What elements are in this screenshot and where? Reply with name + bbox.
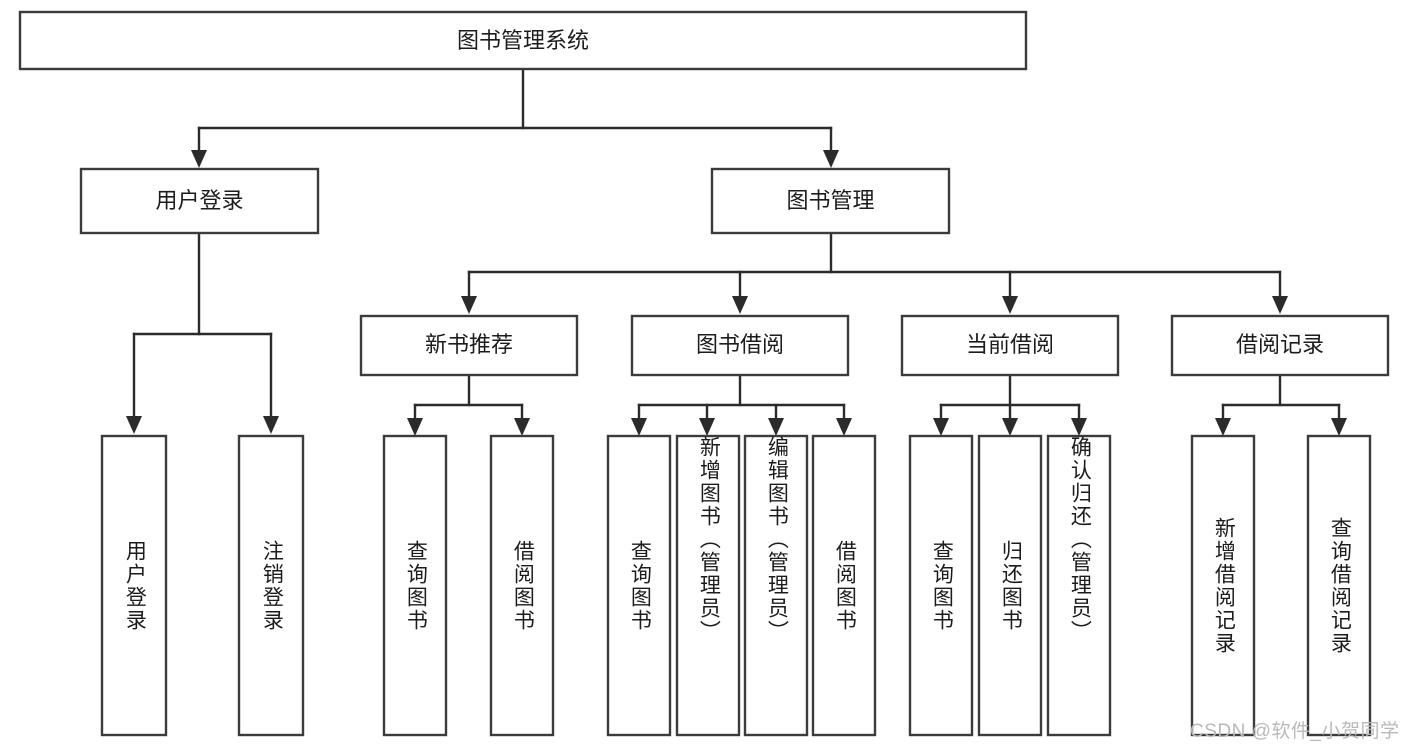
node-leaf-query-book-2[interactable] [606, 434, 672, 737]
arrowhead-cb-leaf-1 [933, 418, 949, 436]
arrowhead-cb-leaf-3 [1071, 418, 1087, 436]
node-leaf-confirm-return[interactable] [1046, 434, 1112, 737]
node-leaf-query-book-1[interactable] [382, 434, 448, 737]
connector-group-root [191, 67, 839, 168]
arrowhead-leaf-logout-login [263, 416, 279, 434]
arrowhead-book-borrow [732, 296, 748, 314]
arrowhead-bb-leaf-4 [836, 418, 852, 436]
connector-group-current-borrow [933, 373, 1087, 436]
node-leaf-logout-login[interactable] [237, 434, 305, 737]
node-root[interactable] [18, 10, 1028, 71]
node-book-borrow[interactable] [630, 314, 850, 377]
node-leaf-borrow-book-2[interactable] [811, 434, 877, 737]
arrowhead-borrow-record [1272, 296, 1288, 314]
node-borrow-record[interactable] [1170, 314, 1390, 377]
arrowhead-user-login [191, 150, 207, 168]
node-leaf-query-record[interactable] [1306, 434, 1372, 737]
node-leaf-user-login[interactable] [100, 434, 168, 737]
node-borrow-record-label: 借阅记录 [1236, 332, 1324, 357]
node-user-login[interactable] [79, 167, 320, 235]
arrowhead-nb-leaf-2 [514, 418, 530, 436]
arrowhead-br-leaf-2 [1331, 418, 1347, 436]
node-new-book-recommend-label: 新书推荐 [425, 332, 513, 357]
arrowhead-new-book [461, 296, 477, 314]
connector-group-new-book-recommend [407, 373, 530, 436]
node-leaf-edit-book[interactable] [743, 434, 809, 737]
connector-group-book-management [461, 231, 1288, 314]
arrowhead-bb-leaf-2 [699, 418, 715, 436]
node-leaf-add-record[interactable] [1190, 434, 1256, 737]
arrowhead-nb-leaf-1 [407, 418, 423, 436]
watermark-text: CSDN @软件_小贺同学 [1190, 721, 1400, 742]
connector-group-user-login [126, 231, 279, 434]
arrowhead-bb-leaf-1 [631, 418, 647, 436]
node-leaf-query-book-3[interactable] [908, 434, 974, 737]
arrowhead-br-leaf-1 [1215, 418, 1231, 436]
node-new-book-recommend[interactable] [359, 314, 579, 377]
node-leaf-borrow-book-1[interactable] [489, 434, 555, 737]
arrowhead-cb-leaf-2 [1002, 418, 1018, 436]
connector-group-book-borrow [631, 373, 852, 436]
node-leaf-return-book[interactable] [977, 434, 1043, 737]
node-current-borrow-label: 当前借阅 [966, 332, 1054, 357]
node-book-borrow-label: 图书借阅 [696, 332, 784, 357]
node-leaf-add-book[interactable] [675, 434, 741, 737]
node-user-login-label: 用户登录 [155, 188, 243, 213]
connector-group-borrow-record [1215, 373, 1347, 436]
arrowhead-leaf-user-login [126, 416, 142, 434]
node-root-label: 图书管理系统 [457, 28, 589, 53]
node-book-management[interactable] [710, 167, 951, 235]
arrowhead-current-borrow [1002, 296, 1018, 314]
arrowhead-book-management [823, 150, 839, 168]
node-book-management-label: 图书管理 [786, 188, 874, 213]
arrowhead-bb-leaf-3 [768, 418, 784, 436]
node-current-borrow[interactable] [900, 314, 1120, 377]
